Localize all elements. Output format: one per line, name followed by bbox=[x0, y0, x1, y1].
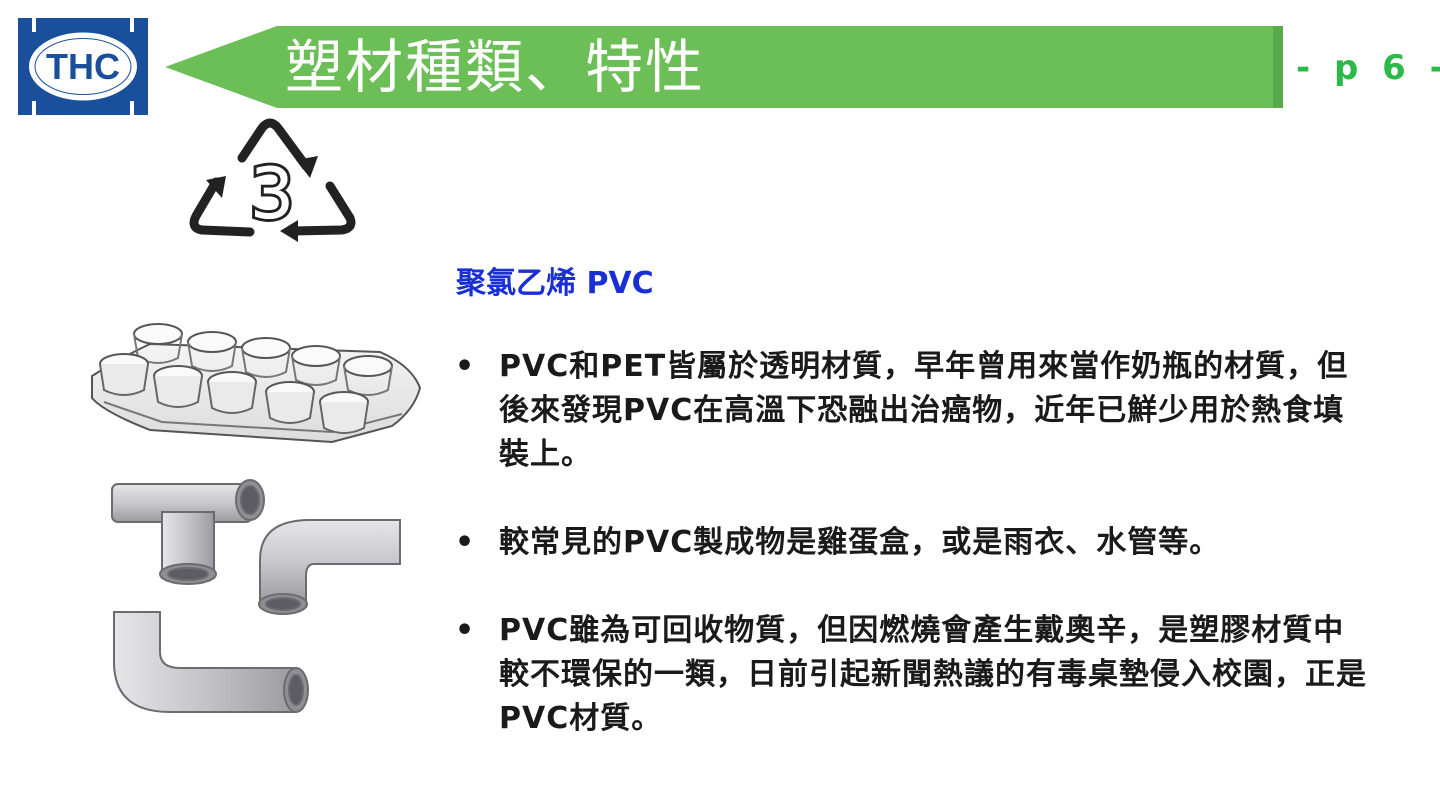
pvc-pipes-image bbox=[100, 472, 420, 720]
bullet-text: PVC雖為可回收物質，但因燃燒會產生戴奧辛，是塑膠材質中較不環保的一類，日前引起… bbox=[499, 613, 1367, 736]
bullet-icon: • bbox=[455, 349, 476, 384]
bullet-text: PVC和PET皆屬於透明材質，早年曾用來當作奶瓶的材質，但後來發現PVC在高溫下… bbox=[499, 349, 1349, 472]
bullet-icon: • bbox=[455, 613, 476, 648]
bullet-text: 較常見的PVC製成物是雞蛋盒，或是雨衣、水管等。 bbox=[499, 525, 1221, 560]
egg-carton-image bbox=[80, 318, 425, 458]
title-banner: 塑材種類、特性 bbox=[165, 26, 1283, 108]
page-number: - p 6 - bbox=[1296, 48, 1440, 88]
recycle-number-fill: 3 bbox=[250, 153, 295, 235]
list-item: • PVC雖為可回收物質，但因燃燒會產生戴奧辛，是塑膠材質中較不環保的一類，日前… bbox=[455, 609, 1385, 741]
list-item: • 較常見的PVC製成物是雞蛋盒，或是雨衣、水管等。 bbox=[455, 521, 1385, 565]
bullet-icon: • bbox=[455, 525, 476, 560]
recycle-3-icon: 3 3 bbox=[180, 110, 365, 250]
logo-text: THC bbox=[46, 46, 120, 87]
recycle-number: 3 bbox=[250, 153, 295, 235]
bullet-list: • PVC和PET皆屬於透明材質，早年曾用來當作奶瓶的材質，但後來發現PVC在高… bbox=[455, 345, 1385, 741]
list-item: • PVC和PET皆屬於透明材質，早年曾用來當作奶瓶的材質，但後來發現PVC在高… bbox=[455, 345, 1385, 477]
thc-logo: THC bbox=[18, 18, 148, 115]
material-subtitle: 聚氯乙烯 PVC bbox=[456, 266, 654, 301]
page-title: 塑材種類、特性 bbox=[285, 33, 706, 101]
